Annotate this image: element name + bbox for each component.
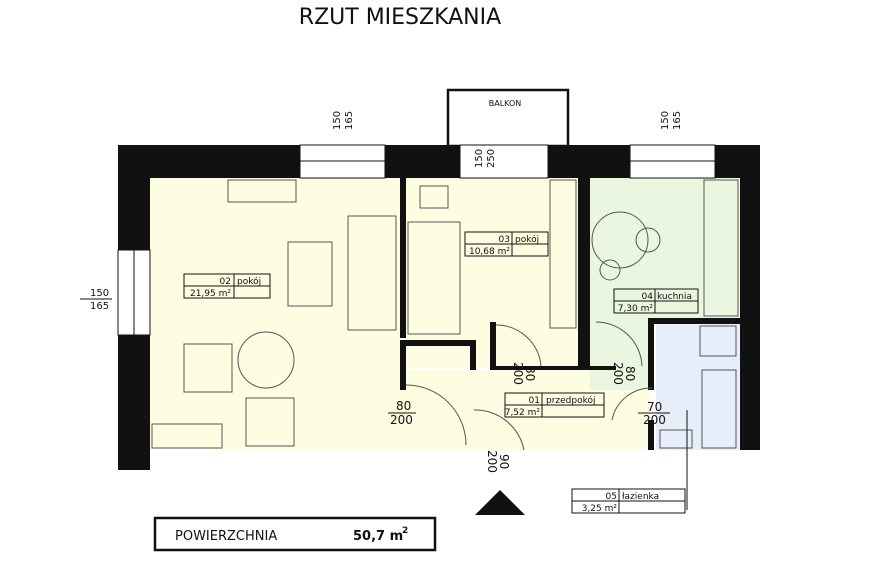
room-05-bathroom [656, 322, 740, 450]
wardrobe [549, 179, 577, 329]
dim-door-bath-h: 200 [643, 413, 666, 427]
room-label-02: 02 pokój 21,95 m² [183, 273, 271, 299]
armchair [183, 343, 233, 393]
dim-balcony-w: 150 [474, 149, 485, 168]
balcony-label: BALKON [489, 99, 522, 108]
svg-text:kuchnia: kuchnia [657, 292, 692, 302]
table [287, 241, 333, 307]
svg-text:03: 03 [499, 235, 510, 245]
area-summary: POWIERZCHNIA 50,7 m 2 [153, 516, 437, 552]
summary-label: POWIERZCHNIA [175, 529, 277, 544]
dim-win-top-h: 165 [344, 111, 355, 130]
svg-text:pokój: pokój [515, 234, 539, 245]
bed [407, 221, 461, 335]
summary-unit-sup: 2 [402, 526, 408, 536]
svg-text:21,95 m²: 21,95 m² [190, 289, 231, 299]
toilet [659, 429, 693, 449]
room-label-04: 04 kuchnia 7,30 m² [613, 288, 699, 314]
svg-text:7,30 m²: 7,30 m² [618, 304, 654, 314]
svg-text:02: 02 [220, 277, 231, 287]
room-label-03: 03 pokój 10,68 m² [464, 231, 549, 257]
desk [419, 185, 449, 209]
svg-text:10,68 m²: 10,68 m² [469, 247, 510, 257]
dim-kitchen-win-w: 150 [660, 111, 671, 130]
svg-text:04: 04 [642, 292, 654, 302]
balcony [446, 88, 570, 148]
svg-text:3,25 m²: 3,25 m² [582, 504, 618, 514]
dim-door-living-w: 80 [396, 399, 411, 413]
svg-text:łazienka: łazienka [622, 492, 659, 502]
dim-door-entry-h: 200 [485, 450, 499, 473]
dim-win-left-h: 165 [90, 301, 109, 312]
dim-win-left-w: 150 [90, 288, 109, 299]
dim-door-room3-w: 80 [523, 366, 537, 381]
room-label-05: 05 łazienka 3,25 m² [571, 410, 688, 514]
dim-door-bath-w: 70 [647, 400, 662, 414]
bathtub [701, 369, 737, 449]
dim-balcony-h: 250 [486, 149, 497, 168]
coffee-table [237, 331, 295, 389]
room-04-kitchen [590, 178, 740, 320]
summary-value: 50,7 m [353, 529, 403, 544]
kitchen-counter [703, 179, 739, 317]
washbasin [699, 325, 737, 357]
dim-win-top-w: 150 [332, 111, 343, 130]
room-label-01: 01 przedpokój 7,52 m² [504, 392, 605, 418]
armchair [245, 397, 295, 447]
dim-door-kitchen-h: 200 [611, 362, 625, 385]
dim-door-living-h: 200 [390, 413, 413, 427]
dim-door-room3-h: 200 [511, 362, 525, 385]
entrance-arrow-icon [475, 490, 525, 515]
room-02-living [150, 178, 400, 450]
dim-door-entry-w: 90 [497, 454, 511, 469]
svg-text:przedpokój: przedpokój [546, 395, 596, 406]
sofa [347, 215, 397, 331]
svg-text:7,52 m²: 7,52 m² [505, 408, 541, 418]
dim-kitchen-win-h: 165 [672, 111, 683, 130]
svg-text:01: 01 [529, 396, 540, 406]
svg-text:pokój: pokój [237, 276, 261, 287]
svg-text:05: 05 [606, 492, 617, 502]
plan-title: RZUT MIESZKANIA [299, 5, 501, 30]
dim-door-kitchen-w: 80 [623, 366, 637, 381]
